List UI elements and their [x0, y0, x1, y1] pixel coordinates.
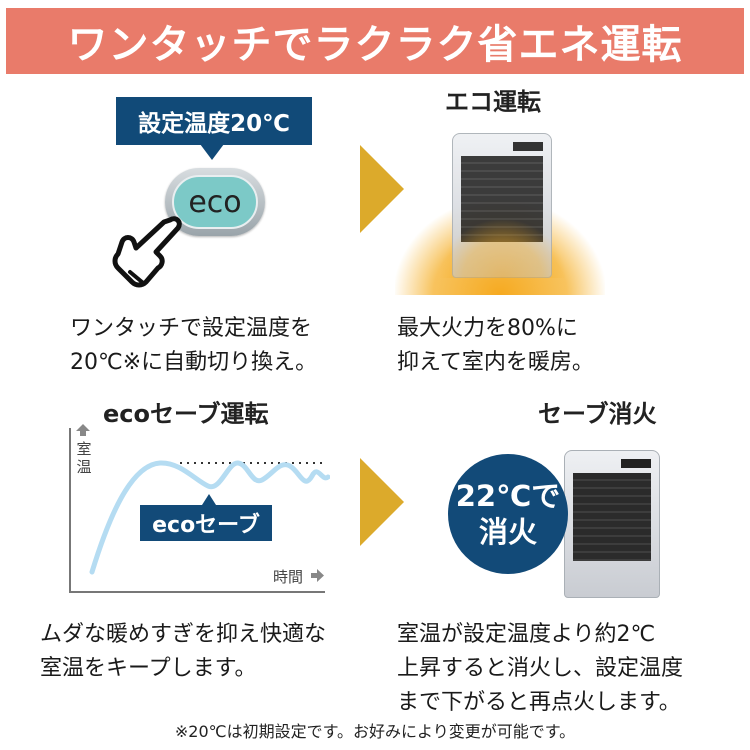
- badge-line2: 消火: [478, 515, 537, 549]
- extinguish-temp-badge: 22℃で 消火: [448, 454, 568, 574]
- chart-axes: [69, 428, 325, 593]
- pointing-hand-icon: [112, 216, 182, 288]
- save-extinguish-title: セーブ消火: [538, 400, 657, 428]
- eco-mode-title: エコ運転: [445, 88, 541, 116]
- eco-save-title: ecoセーブ運転: [103, 400, 269, 428]
- banner-title: ワンタッチでラクラク省エネ運転: [6, 8, 744, 74]
- eco-button-label: eco: [172, 175, 258, 229]
- step3-description-line1: ムダな暖めすぎを抑え快適な: [40, 622, 327, 647]
- step3-description-line2: 室温をキープします。: [40, 656, 257, 681]
- step2-description-line1: 最大火力を80%に: [397, 316, 578, 341]
- x-axis-label: 時間: [273, 568, 304, 586]
- arrow-right-icon-2: [360, 458, 404, 546]
- step4-description-line3: まで下がると再点火します。: [397, 690, 681, 715]
- callout-tail: [200, 144, 224, 160]
- footnote: ※20℃は初期設定です。お好みにより変更が可能です。: [174, 722, 576, 741]
- heat-glow-overlay: [440, 220, 565, 278]
- setpoint-callout: 設定温度20℃: [116, 97, 312, 145]
- right-arrow-icon: [311, 569, 324, 582]
- temperature-curve: [89, 460, 330, 575]
- step4-description-line2: 上昇すると消火し、設定温度: [397, 656, 684, 681]
- badge-line1: 22℃で: [455, 479, 561, 513]
- heater-image-off: [564, 450, 660, 598]
- step1-description-line1: ワンタッチで設定温度を: [70, 316, 313, 341]
- up-arrow-icon: [76, 424, 90, 436]
- step2-description-line2: 抑えて室内を暖房。: [397, 350, 594, 375]
- step1-description-line2: 20℃※に自動切り換え。: [70, 350, 318, 375]
- y-axis-label: 室温: [76, 440, 92, 476]
- eco-save-tag: ecoセーブ: [140, 505, 272, 541]
- eco-save-tag-tail: [202, 494, 216, 505]
- step4-description-line1: 室温が設定温度より約2℃: [397, 622, 656, 647]
